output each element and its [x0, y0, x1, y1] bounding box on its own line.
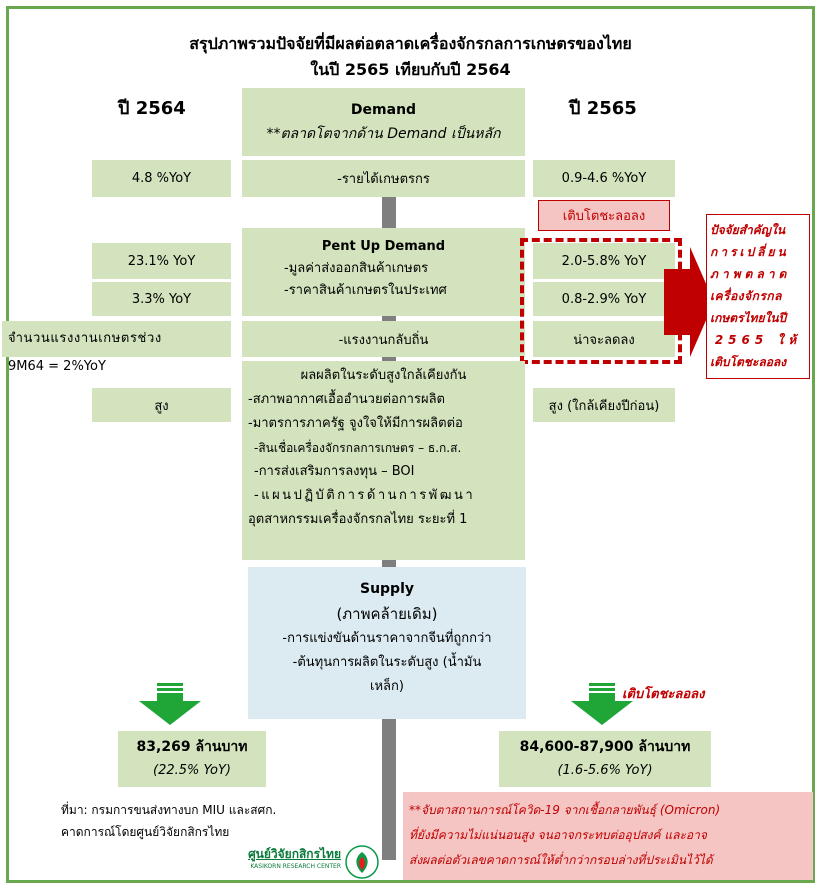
callout-line-4: เครื่องจักรกล	[710, 289, 783, 303]
domestic-price-2565: 0.8-2.9% YoY	[533, 282, 675, 316]
supply-box: Supply (ภาพคล้ายเดิม) -การแข่งขันด้านราค…	[248, 567, 526, 719]
production-line-2: -สภาพอากาศเอื้ออำนวยต่อการผลิต	[248, 392, 445, 407]
covid-warning-box: **จับตาสถานการณ์โควิด-19 จากเชื้อกลายพัน…	[403, 792, 813, 880]
pent-up-heading: Pent Up Demand	[321, 239, 446, 254]
demand-heading: Demand	[350, 102, 417, 118]
result-2565-value: 84,600-87,900 ล้านบาท	[519, 739, 691, 755]
production-line-3: -มาตรการภาครัฐ จูงใจให้มีการผลิตต่อ	[248, 416, 463, 431]
year-2565-heading: ปี 2565	[569, 98, 637, 119]
down-arrow-2564-icon	[139, 683, 201, 725]
production-line-1: ผลผลิตในระดับสูงใกล้เคียงกัน	[300, 368, 467, 383]
warning-line-2: ที่ยังมีความไม่แน่นอนสูง จนอาจกระทบต่ออุ…	[409, 828, 707, 842]
pent-up-line-price: -ราคาสินค้าเกษตรในประเทศ	[284, 283, 447, 298]
supply-line-1: (ภาพคล้ายเดิม)	[336, 605, 438, 623]
export-value-2565: 2.0-5.8% YoY	[533, 243, 675, 279]
callout-arrow-icon	[664, 247, 714, 357]
production-line-7: อุตสาหกรรมเครื่องจักรกลไทย ระยะที่ 1	[248, 512, 468, 527]
callout-line-6: 2565 ให้	[714, 333, 802, 347]
warning-line-3: ส่งผลต่อตัวเลขคาดการณ์ให้ต่ำกว่ากรอบล่าง…	[409, 853, 713, 867]
supply-line-4: เหล็ก)	[370, 679, 404, 694]
slowdown-tag: เติบโตชะลอลง	[622, 687, 705, 702]
farm-labor-2565: น่าจะลดลง	[533, 321, 675, 357]
title-line-2: ในปี 2565 เทียบกับปี 2564	[310, 60, 511, 79]
title-line-1: สรุปภาพรวมปัจจัยที่มีผลต่อตลาดเครื่องจัก…	[189, 34, 632, 53]
demand-note: **ตลาดโตจากด้าน Demand เป็นหลัก	[266, 126, 501, 142]
farm-labor-2564-detail: 9M64 = 2%YoY	[8, 359, 106, 374]
supply-line-3: -ต้นทุนการผลิตในระดับสูง (น้ำมัน	[292, 655, 482, 670]
production-2564: สูง	[92, 388, 231, 422]
slowdown-badge: เติบโตชะลอลง	[538, 200, 670, 231]
kasikorn-leaf-logo-icon	[345, 845, 379, 879]
source-line-2: คาดการณ์โดยศูนย์วิจัยกสิกรไทย	[61, 825, 230, 839]
production-line-6: -แผนปฏิบัติการด้านการพัฒนา	[254, 488, 476, 503]
labor-return-factor: -แรงงานกลับถิ่น	[242, 321, 525, 357]
callout-line-2: การเปลี่ยน	[710, 245, 789, 259]
production-2565: สูง (ใกล้เคียงปีก่อน)	[533, 388, 675, 422]
source-note: ที่มา: กรมการขนส่งทางบก MIU และสศก. คาดก…	[61, 799, 276, 843]
production-box: ผลผลิตในระดับสูงใกล้เคียงกัน -สภาพอากาศเ…	[242, 361, 525, 560]
callout-line-3: ภาพตลาด	[710, 267, 791, 281]
callout-line-1: ปัจจัยสำคัญใน	[710, 223, 786, 237]
export-value-2564: 23.1% YoY	[92, 243, 231, 279]
production-line-4: -สินเชื่อเครื่องจักรกลการเกษตร – ธ.ก.ส.	[254, 441, 462, 455]
down-arrow-2565-icon	[571, 683, 633, 725]
source-line-1: ที่มา: กรมการขนส่งทางบก MIU และสศก.	[61, 803, 277, 817]
domestic-price-2564: 3.3% YoY	[92, 282, 231, 316]
production-line-5: -การส่งเสริมการลงทุน – BOI	[254, 464, 415, 479]
farm-income-factor: -รายได้เกษตรกร	[242, 160, 525, 197]
supply-line-2: -การแข่งขันด้านราคาจากจีนที่ถูกกว่า	[282, 631, 492, 646]
key-factor-callout: ปัจจัยสำคัญใน การเปลี่ยน ภาพตลาด เครื่อง…	[706, 214, 810, 379]
logo-subtitle: KASIKORN RESEARCH CENTER	[250, 863, 341, 870]
farm-income-2564: 4.8 %YoY	[92, 160, 231, 197]
pent-up-demand-box: Pent Up Demand -มูลค่าส่งออกสินค้าเกษตร …	[242, 228, 525, 316]
pent-up-line-export: -มูลค่าส่งออกสินค้าเกษตร	[284, 261, 429, 276]
warning-line-1: **จับตาสถานการณ์โควิด-19 จากเชื้อกลายพัน…	[409, 803, 721, 817]
callout-line-5: เกษตรไทยในปี	[710, 311, 787, 325]
callout-line-7: เติบโตชะลอลง	[710, 355, 787, 369]
demand-box: Demand **ตลาดโตจากด้าน Demand เป็นหลัก	[242, 88, 525, 156]
result-2565-growth: (1.6-5.6% YoY)	[557, 763, 653, 778]
result-2565-box: 84,600-87,900 ล้านบาท (1.6-5.6% YoY)	[499, 731, 711, 787]
result-2564-value: 83,269 ล้านบาท	[136, 739, 248, 755]
result-2564-box: 83,269 ล้านบาท (22.5% YoY)	[118, 731, 266, 787]
logo-name: ศูนย์วิจัยกสิกรไทย	[248, 847, 341, 861]
kasikorn-logo-text: ศูนย์วิจัยกสิกรไทย KASIKORN RESEARCH CEN…	[213, 846, 341, 872]
year-2564-heading: ปี 2564	[118, 98, 186, 119]
farm-income-2565: 0.9-4.6 %YoY	[533, 160, 675, 197]
supply-heading: Supply	[359, 581, 415, 597]
farm-labor-2564: จำนวนแรงงานเกษตรช่วง	[2, 321, 231, 357]
key-factor-highlight	[520, 238, 682, 364]
result-2564-growth: (22.5% YoY)	[153, 763, 231, 778]
